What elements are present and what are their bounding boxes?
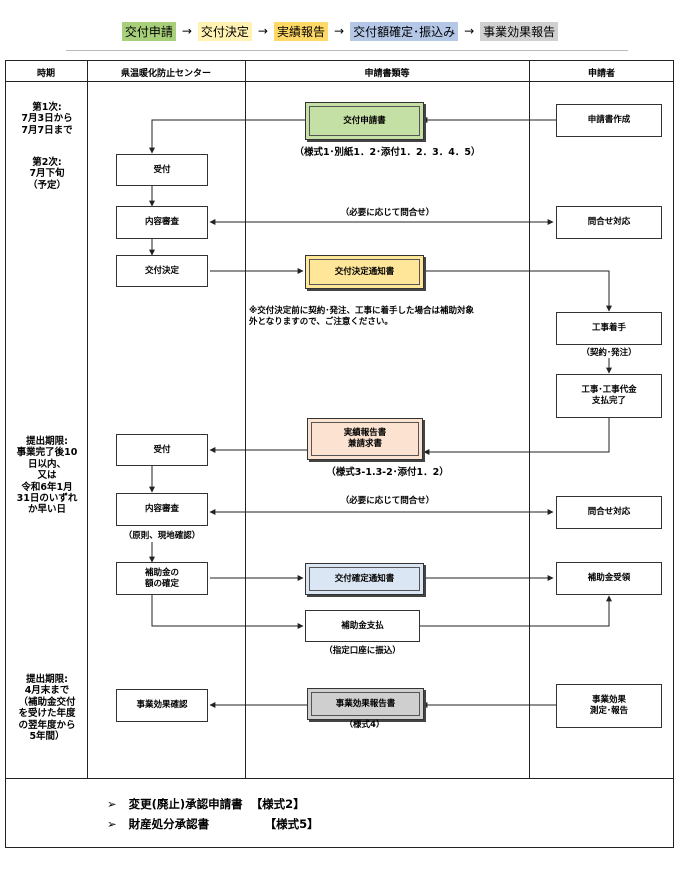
- bullet-icon: ➢: [107, 797, 117, 811]
- col-divider-2: [245, 60, 246, 778]
- review-box-2: 内容審査: [116, 493, 208, 526]
- inquiry-note-2: （必要に応じて問合せ）: [340, 496, 435, 506]
- site-check-note: （原則、現地確認）: [123, 531, 201, 541]
- effect-report-doc: 事業効果報告書: [307, 688, 424, 720]
- col-divider-1: [87, 60, 88, 778]
- application-forms-note: （様式1･別紙1．2･添付1．2．3．4．5）: [294, 147, 481, 158]
- contract-note: （契約･発注）: [581, 348, 637, 358]
- confirm-notice-label: 交付確定通知書: [309, 567, 420, 591]
- banner-arrow: →: [181, 24, 192, 38]
- decision-notice-doc: 交付決定通知書: [305, 255, 424, 289]
- amount-decision-box: 補助金の 額の確定: [116, 562, 208, 595]
- grant-decision-box: 交付決定: [116, 255, 208, 287]
- banner-step-report: 実績報告: [273, 21, 328, 41]
- effect-form-note: （様式4）: [344, 720, 385, 730]
- footer-item-name: 変更(廃止)承認申請書: [128, 797, 243, 811]
- banner-step-effect: 事業効果報告: [480, 21, 559, 41]
- period-first: 第1次: 7月3日から 7月7日まで: [21, 102, 73, 136]
- effect-report-label: 事業効果報告書: [311, 692, 420, 716]
- effect-measure-box: 事業効果 測定･報告: [556, 684, 662, 728]
- footer-item: ➢ 変更(廃止)承認申請書 【様式2】: [107, 796, 319, 812]
- application-doc-label: 交付申請書: [309, 106, 420, 136]
- footer-divider: [5, 778, 674, 779]
- banner-arrow: →: [334, 24, 345, 38]
- inquiry-response-box-2: 問合せ対応: [556, 496, 662, 529]
- report-forms-note: （様式3-1.3-2･添付1．2）: [326, 467, 449, 478]
- report-doc: 実績報告書 兼請求書: [307, 418, 423, 460]
- payment-note: （指定口座に振込）: [324, 646, 401, 656]
- footer-item-form: 【様式2】: [250, 797, 305, 811]
- application-doc: 交付申請書: [305, 102, 424, 140]
- flow-table: [5, 60, 674, 848]
- receive-grant-box: 補助金受領: [556, 562, 662, 595]
- banner-divider: [66, 50, 628, 51]
- header-divider: [5, 81, 674, 82]
- report-doc-label: 実績報告書 兼請求書: [311, 422, 419, 456]
- payment-box: 補助金支払: [305, 610, 420, 642]
- create-application-box: 申請書作成: [556, 104, 662, 137]
- period-effect-deadline: 提出期限: 4月末まで （補助金交付 を受けた年度 の翌年度から 5年間）: [18, 674, 76, 742]
- banner-arrow: →: [257, 24, 268, 38]
- col-divider-3: [529, 60, 530, 778]
- banner-step-confirm: 交付額確定･振込み: [350, 21, 459, 41]
- reception-box-1: 受付: [116, 154, 208, 186]
- footer-list: ➢ 変更(廃止)承認申請書 【様式2】 ➢ 財産処分承認書 【様式5】: [107, 796, 319, 836]
- banner-step-decision: 交付決定: [197, 21, 252, 41]
- header-applicant: 申請者: [587, 68, 615, 79]
- inquiry-note-1: （必要に応じて問合せ）: [340, 208, 435, 218]
- banner-step-application: 交付申請: [121, 21, 176, 41]
- inquiry-response-box-1: 問合せ対応: [556, 206, 662, 239]
- footer-item-name: 財産処分承認書: [128, 817, 210, 831]
- process-banner: 交付申請 → 交付決定 → 実績報告 → 交付額確定･振込み → 事業効果報告: [0, 20, 680, 42]
- period-second: 第2次: 7月下旬 （予定）: [27, 157, 66, 191]
- caution-note: ※交付決定前に契約･発注、工事に着手した場合は補助対象 外となりますので、ご注意…: [249, 306, 475, 328]
- header-documents: 申請書類等: [364, 68, 410, 79]
- confirm-notice-doc: 交付確定通知書: [305, 563, 424, 595]
- bullet-icon: ➢: [107, 817, 117, 831]
- reception-box-2: 受付: [116, 434, 208, 466]
- construction-complete-box: 工事･工事代金 支払完了: [556, 374, 662, 418]
- effect-confirm-box: 事業効果確認: [116, 689, 208, 722]
- review-box-1: 内容審査: [116, 206, 208, 239]
- banner-arrow: →: [464, 24, 475, 38]
- construction-start-box: 工事着手: [556, 312, 662, 345]
- header-center: 県温暖化防止センター: [120, 68, 211, 79]
- decision-notice-label: 交付決定通知書: [309, 259, 420, 285]
- footer-item-form: 【様式5】: [264, 817, 319, 831]
- period-report-deadline: 提出期限: 事業完了後10 日以内、 又は 令和6年1月 31日のいずれ か早い…: [16, 436, 78, 516]
- footer-item: ➢ 財産処分承認書 【様式5】: [107, 816, 319, 832]
- header-period: 時期: [36, 68, 55, 79]
